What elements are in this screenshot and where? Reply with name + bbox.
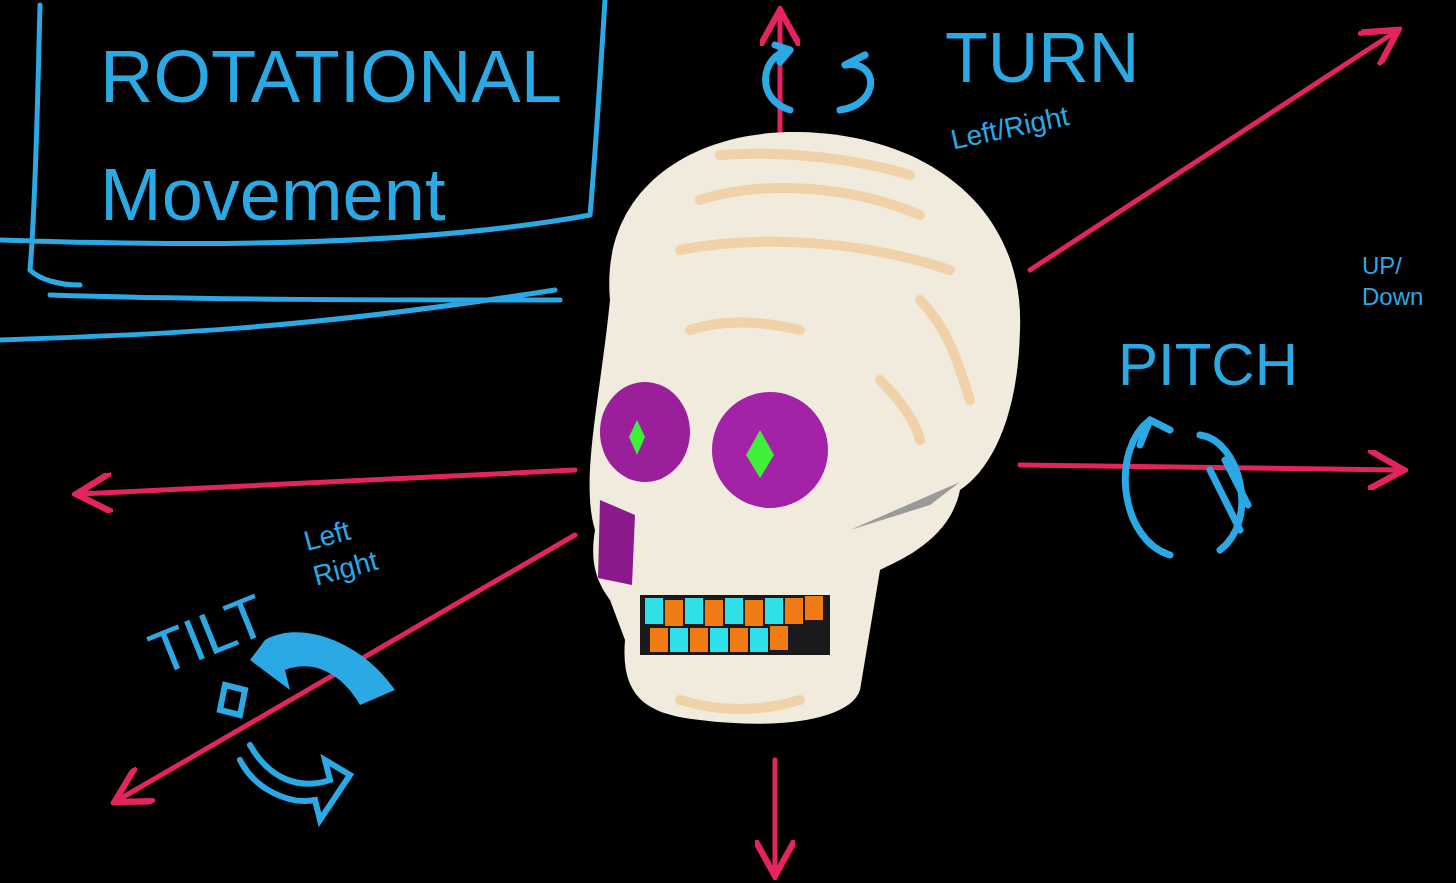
axis-label: TILT: [140, 580, 276, 689]
direction-label: Left Right: [300, 502, 406, 596]
axis-label: TURN: [945, 18, 1139, 98]
direction-label: Left/Right: [948, 100, 1072, 156]
title: ROTATIONAL Movement: [100, 18, 600, 255]
axis-label: PITCH: [1118, 330, 1298, 399]
direction-label: UP/ Down: [1362, 250, 1442, 312]
